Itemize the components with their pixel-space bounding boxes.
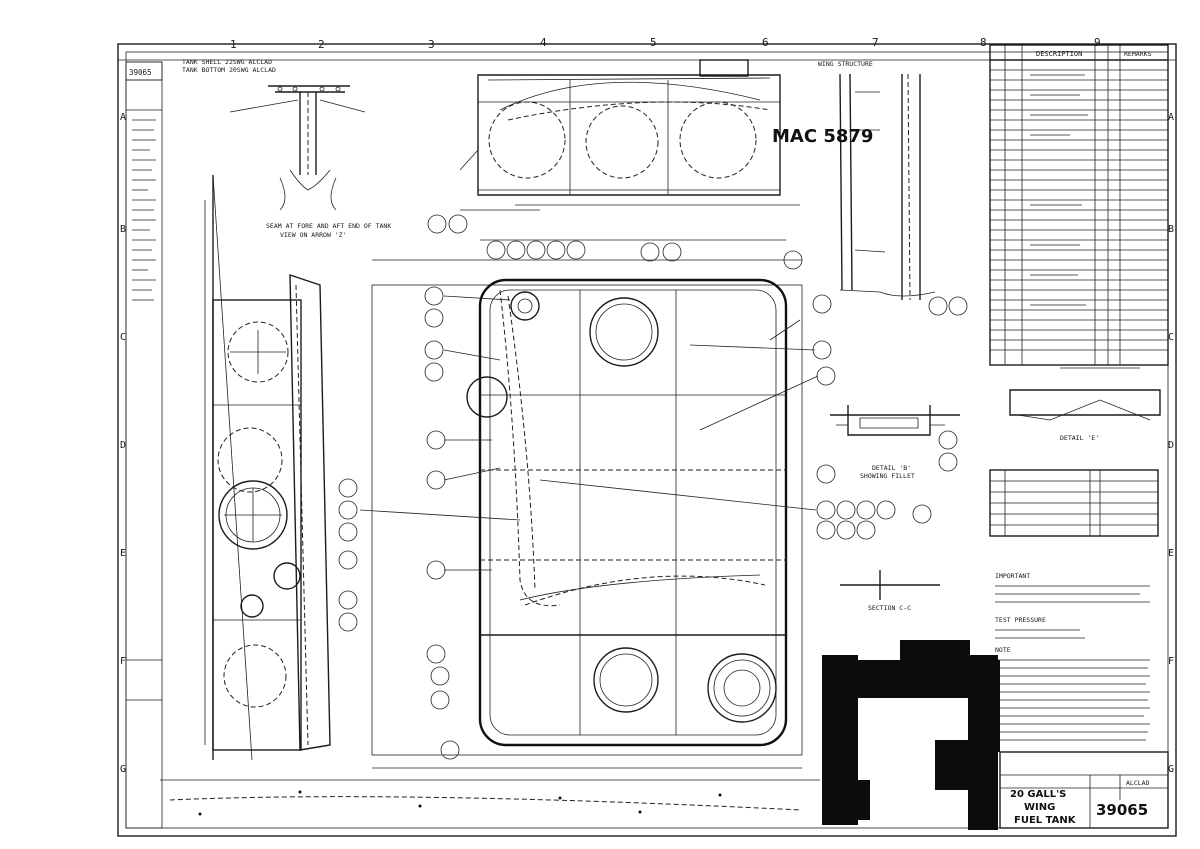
title-line-2: WING <box>1024 802 1055 813</box>
grid-column-label: 2 <box>318 38 325 51</box>
grid-row-label-right: F <box>1168 656 1174 667</box>
title-line-1: 20 GALL'S <box>1010 789 1066 800</box>
title-line-3: FUEL TANK <box>1014 815 1077 826</box>
parts-list-header: DESCRIPTION <box>1036 50 1082 58</box>
section-cc-caption: SECTION C-C <box>868 604 911 612</box>
scan-redaction-blocks <box>822 640 1000 830</box>
column-grid-labels: 1 2 3 4 5 6 7 8 9 <box>230 36 1101 51</box>
detail-b: DETAIL 'B' SHOWING FILLET <box>830 405 960 480</box>
note-heading: NOTE <box>995 646 1011 654</box>
drawing-number: 39065 <box>1096 801 1148 819</box>
grid-column-label: 9 <box>1094 36 1101 49</box>
wing-structure-label: WING STRUCTURE <box>818 60 873 68</box>
grid-column-label: 6 <box>762 36 769 49</box>
notes-block: IMPORTANT TEST PRESSURE NOTE <box>995 572 1150 741</box>
grid-column-label: 8 <box>980 36 987 49</box>
amendment-column <box>125 61 163 829</box>
showing-fillet-caption: SHOWING FILLET <box>860 472 915 480</box>
grid-row-label-right: C <box>1168 332 1174 343</box>
parts-list-table: DESCRIPTION REMARKS <box>989 44 1169 366</box>
seam-detail: SEAM AT FORE AND AFT END OF TANK VIEW ON… <box>229 85 391 239</box>
wing-structure-section: WING STRUCTURE <box>818 60 936 301</box>
drawing-number-box: 39065 <box>125 61 163 81</box>
grid-row-label: B <box>120 224 126 235</box>
header-note-shell: TANK SHELL 22SWG ALCLAD <box>182 58 272 66</box>
grid-row-label: G <box>120 764 126 775</box>
grid-row-label-right: B <box>1168 224 1174 235</box>
title-block: ALCLAD 20 GALL'S WING FUEL TANK 39065 <box>999 751 1169 829</box>
detail-e: DETAIL 'E' <box>1009 367 1161 442</box>
callout-balloons <box>338 214 968 760</box>
grid-row-label-right: D <box>1168 440 1174 451</box>
sheet-border <box>117 43 1177 837</box>
grid-row-label-right: E <box>1168 548 1174 559</box>
test-pressure-heading: TEST PRESSURE <box>995 616 1046 624</box>
grid-row-label: A <box>120 112 126 123</box>
row-grid-labels: A B C D E F G A B C D E F G <box>120 112 1174 775</box>
drawing-number-small: 39065 <box>129 68 152 77</box>
grid-column-label: 1 <box>230 38 237 51</box>
secondary-parts-table <box>989 469 1159 537</box>
grid-column-label: 4 <box>540 36 547 49</box>
grid-row-label-right: G <box>1168 764 1174 775</box>
grid-column-label: 3 <box>428 38 435 51</box>
header-note-bottom: TANK BOTTOM 20SWG ALCLAD <box>182 66 276 74</box>
handwritten-drawing-id: MAC 5879 <box>772 126 873 147</box>
scan-noise <box>160 779 820 816</box>
view-arrow-caption: VIEW ON ARROW 'Z' <box>280 231 347 239</box>
grid-row-label: F <box>120 656 126 667</box>
main-tank-plan <box>371 239 803 769</box>
grid-row-label: D <box>120 440 126 451</box>
grid-row-label-right: A <box>1168 112 1174 123</box>
grid-column-label: 5 <box>650 36 657 49</box>
section-c-c: SECTION C-C <box>840 570 940 612</box>
detail-e-caption: DETAIL 'E' <box>1060 434 1099 442</box>
side-elevation <box>204 174 331 761</box>
grid-row-label: C <box>120 332 126 343</box>
detail-b-caption: DETAIL 'B' <box>872 464 911 472</box>
material-label: ALCLAD <box>1126 779 1150 787</box>
leader-lines <box>359 295 819 571</box>
top-view <box>459 59 800 211</box>
grid-row-label: E <box>120 548 126 559</box>
important-heading: IMPORTANT <box>995 572 1030 580</box>
grid-column-label: 7 <box>872 36 879 49</box>
seam-view-caption: SEAM AT FORE AND AFT END OF TANK <box>266 222 391 230</box>
parts-list-remarks-header: REMARKS <box>1124 50 1151 58</box>
